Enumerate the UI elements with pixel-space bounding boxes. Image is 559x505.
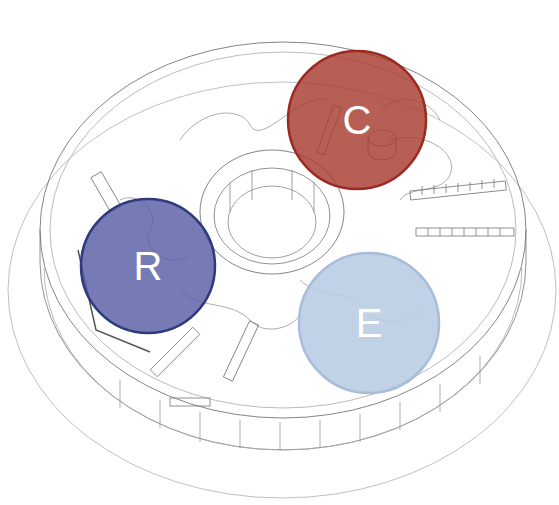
zone-letter: C (343, 100, 372, 140)
zone-circle: E (297, 251, 441, 395)
zone-circle: R (79, 197, 217, 335)
zone-letter: E (356, 303, 383, 343)
zone-letter: R (134, 246, 163, 286)
zone-circle: C (286, 49, 428, 191)
